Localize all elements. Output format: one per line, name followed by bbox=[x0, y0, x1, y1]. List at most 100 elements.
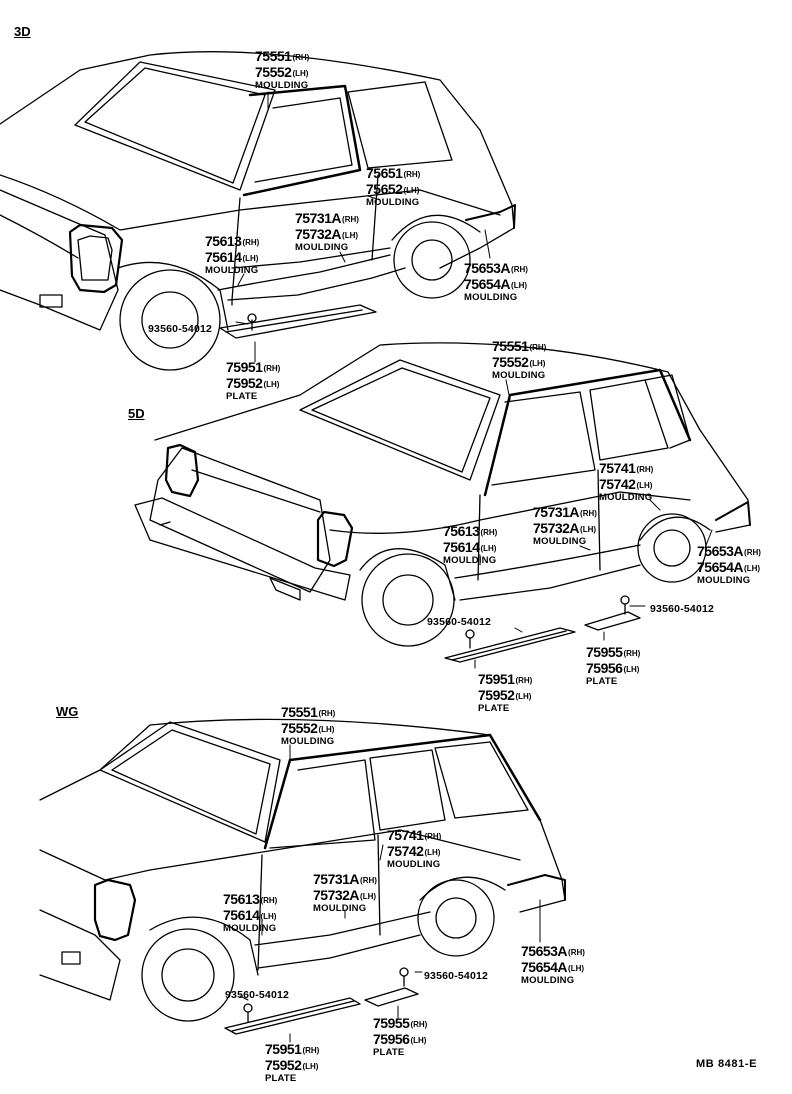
callout-wg-roof-moulding: 75551(RH) 75552(LH) MOULDING bbox=[281, 705, 335, 747]
part-number: 75732A bbox=[313, 887, 360, 903]
callout-5d-front-moulding: 75613(RH) 75614(LH) MOULDING bbox=[443, 524, 497, 566]
part-description: MOULDING bbox=[281, 736, 335, 747]
part-number: 75951 bbox=[226, 359, 263, 375]
part-description: MOULDING bbox=[223, 923, 277, 934]
callout-5d-screw-front: 93560-54012 bbox=[427, 613, 491, 629]
part-number: 75732A bbox=[295, 226, 342, 242]
part-number: 75741 bbox=[599, 460, 636, 476]
car-wg-illustration bbox=[39, 718, 566, 1035]
part-description: MOULDING bbox=[464, 292, 518, 303]
part-description: MOULDING bbox=[255, 80, 309, 91]
callout-5d-plate: 75951(RH) 75952(LH) PLATE bbox=[478, 672, 532, 714]
car-5d-illustration bbox=[134, 342, 751, 663]
part-number: 75952 bbox=[265, 1057, 302, 1073]
section-5d-heading: 5D bbox=[128, 406, 145, 421]
side: (RH) bbox=[744, 548, 761, 557]
side: (RH) bbox=[480, 528, 498, 537]
part-number: 75956 bbox=[586, 660, 623, 676]
side: (RH) bbox=[410, 1020, 428, 1029]
part-number: 93560-54012 bbox=[148, 323, 213, 335]
part-number: 75653A bbox=[464, 260, 511, 276]
part-number: 93560-54012 bbox=[650, 603, 715, 615]
part-number: 75654A bbox=[697, 559, 744, 575]
part-description: PLATE bbox=[265, 1073, 297, 1084]
side: (RH) bbox=[292, 53, 310, 62]
callout-3d-quarter-moulding: 75653A(RH) 75654A(LH) MOULDING bbox=[464, 261, 528, 303]
side: (RH) bbox=[515, 676, 533, 685]
diagram-code: MB 8481-E bbox=[696, 1058, 758, 1070]
side: (RH) bbox=[342, 215, 359, 224]
section-wg-heading: WG bbox=[56, 704, 79, 719]
part-description: PLATE bbox=[478, 703, 510, 714]
callout-3d-screw: 93560-54012 bbox=[148, 320, 212, 336]
side: (LH) bbox=[480, 544, 497, 553]
part-number: 75651 bbox=[366, 165, 403, 181]
part-number: 75654A bbox=[521, 959, 568, 975]
part-description: MOULDING bbox=[697, 575, 751, 586]
part-number: 75613 bbox=[205, 233, 242, 249]
part-number: 75742 bbox=[599, 476, 636, 492]
part-number: 75614 bbox=[443, 539, 480, 555]
side: (RH) bbox=[302, 1046, 320, 1055]
callout-5d-door-moulding: 75731A(RH) 75732A(LH) MOULDING bbox=[533, 505, 597, 547]
part-number: 75653A bbox=[521, 943, 568, 959]
side: (RH) bbox=[580, 509, 597, 518]
side: (RH) bbox=[263, 364, 281, 373]
side: (LH) bbox=[529, 359, 546, 368]
part-description: MOULDING bbox=[366, 197, 420, 208]
side: (LH) bbox=[568, 964, 585, 973]
side: (LH) bbox=[403, 186, 420, 195]
part-number: 75614 bbox=[205, 249, 242, 265]
part-number: 75551 bbox=[281, 704, 318, 720]
part-description: PLATE bbox=[373, 1047, 405, 1058]
side: (LH) bbox=[424, 848, 441, 857]
callout-3d-rear-moulding: 75651(RH) 75652(LH) MOULDING bbox=[366, 166, 420, 208]
section-3d-heading: 3D bbox=[14, 24, 31, 39]
leader-lines bbox=[235, 91, 713, 1043]
callout-wg-rear-door-moulding: 75741(RH) 75742(LH) MOUDLING bbox=[387, 828, 441, 870]
side: (RH) bbox=[260, 896, 278, 905]
side: (RH) bbox=[360, 876, 377, 885]
part-number: 75552 bbox=[281, 720, 318, 736]
callout-5d-screw-rear: 93560-54012 bbox=[650, 600, 714, 616]
part-number: 75552 bbox=[492, 354, 529, 370]
part-number: 75741 bbox=[387, 827, 424, 843]
part-number: 75951 bbox=[265, 1041, 302, 1057]
part-number: 75732A bbox=[533, 520, 580, 536]
side: (LH) bbox=[263, 380, 280, 389]
side: (RH) bbox=[318, 709, 336, 718]
side: (RH) bbox=[511, 265, 528, 274]
side: (RH) bbox=[568, 948, 585, 957]
part-number: 75551 bbox=[255, 48, 292, 64]
callout-wg-door-moulding: 75731A(RH) 75732A(LH) MOULDING bbox=[313, 872, 377, 914]
side: (LH) bbox=[242, 254, 259, 263]
part-description: PLATE bbox=[586, 676, 618, 687]
callout-5d-rear-plate: 75955(RH) 75956(LH) PLATE bbox=[586, 645, 640, 687]
side: (LH) bbox=[515, 692, 532, 701]
part-number: 75951 bbox=[478, 671, 515, 687]
callout-wg-quarter-moulding: 75653A(RH) 75654A(LH) MOULDING bbox=[521, 944, 585, 986]
side: (RH) bbox=[424, 832, 442, 841]
side: (LH) bbox=[623, 665, 640, 674]
side: (LH) bbox=[318, 725, 335, 734]
part-description: MOULDING bbox=[533, 536, 587, 547]
side: (RH) bbox=[636, 465, 654, 474]
part-number: 75613 bbox=[443, 523, 480, 539]
side: (RH) bbox=[403, 170, 421, 179]
callout-3d-roof-moulding: 75551(RH) 75552(LH) MOULDING bbox=[255, 49, 309, 91]
part-number: 75731A bbox=[313, 871, 360, 887]
side: (LH) bbox=[511, 281, 528, 290]
part-number: 93560-54012 bbox=[427, 616, 492, 628]
part-number: 75742 bbox=[387, 843, 424, 859]
part-number: 75731A bbox=[295, 210, 342, 226]
part-description: MOULDING bbox=[295, 242, 349, 253]
callout-3d-plate: 75951(RH) 75952(LH) PLATE bbox=[226, 360, 280, 402]
part-number: 75614 bbox=[223, 907, 260, 923]
car-3d-illustration bbox=[0, 51, 516, 371]
part-description: MOULDING bbox=[521, 975, 575, 986]
callout-3d-front-moulding: 75613(RH) 75614(LH) MOULDING bbox=[205, 234, 259, 276]
part-description: PLATE bbox=[226, 391, 258, 402]
part-description: MOUDLING bbox=[387, 859, 441, 870]
part-number: 75551 bbox=[492, 338, 529, 354]
